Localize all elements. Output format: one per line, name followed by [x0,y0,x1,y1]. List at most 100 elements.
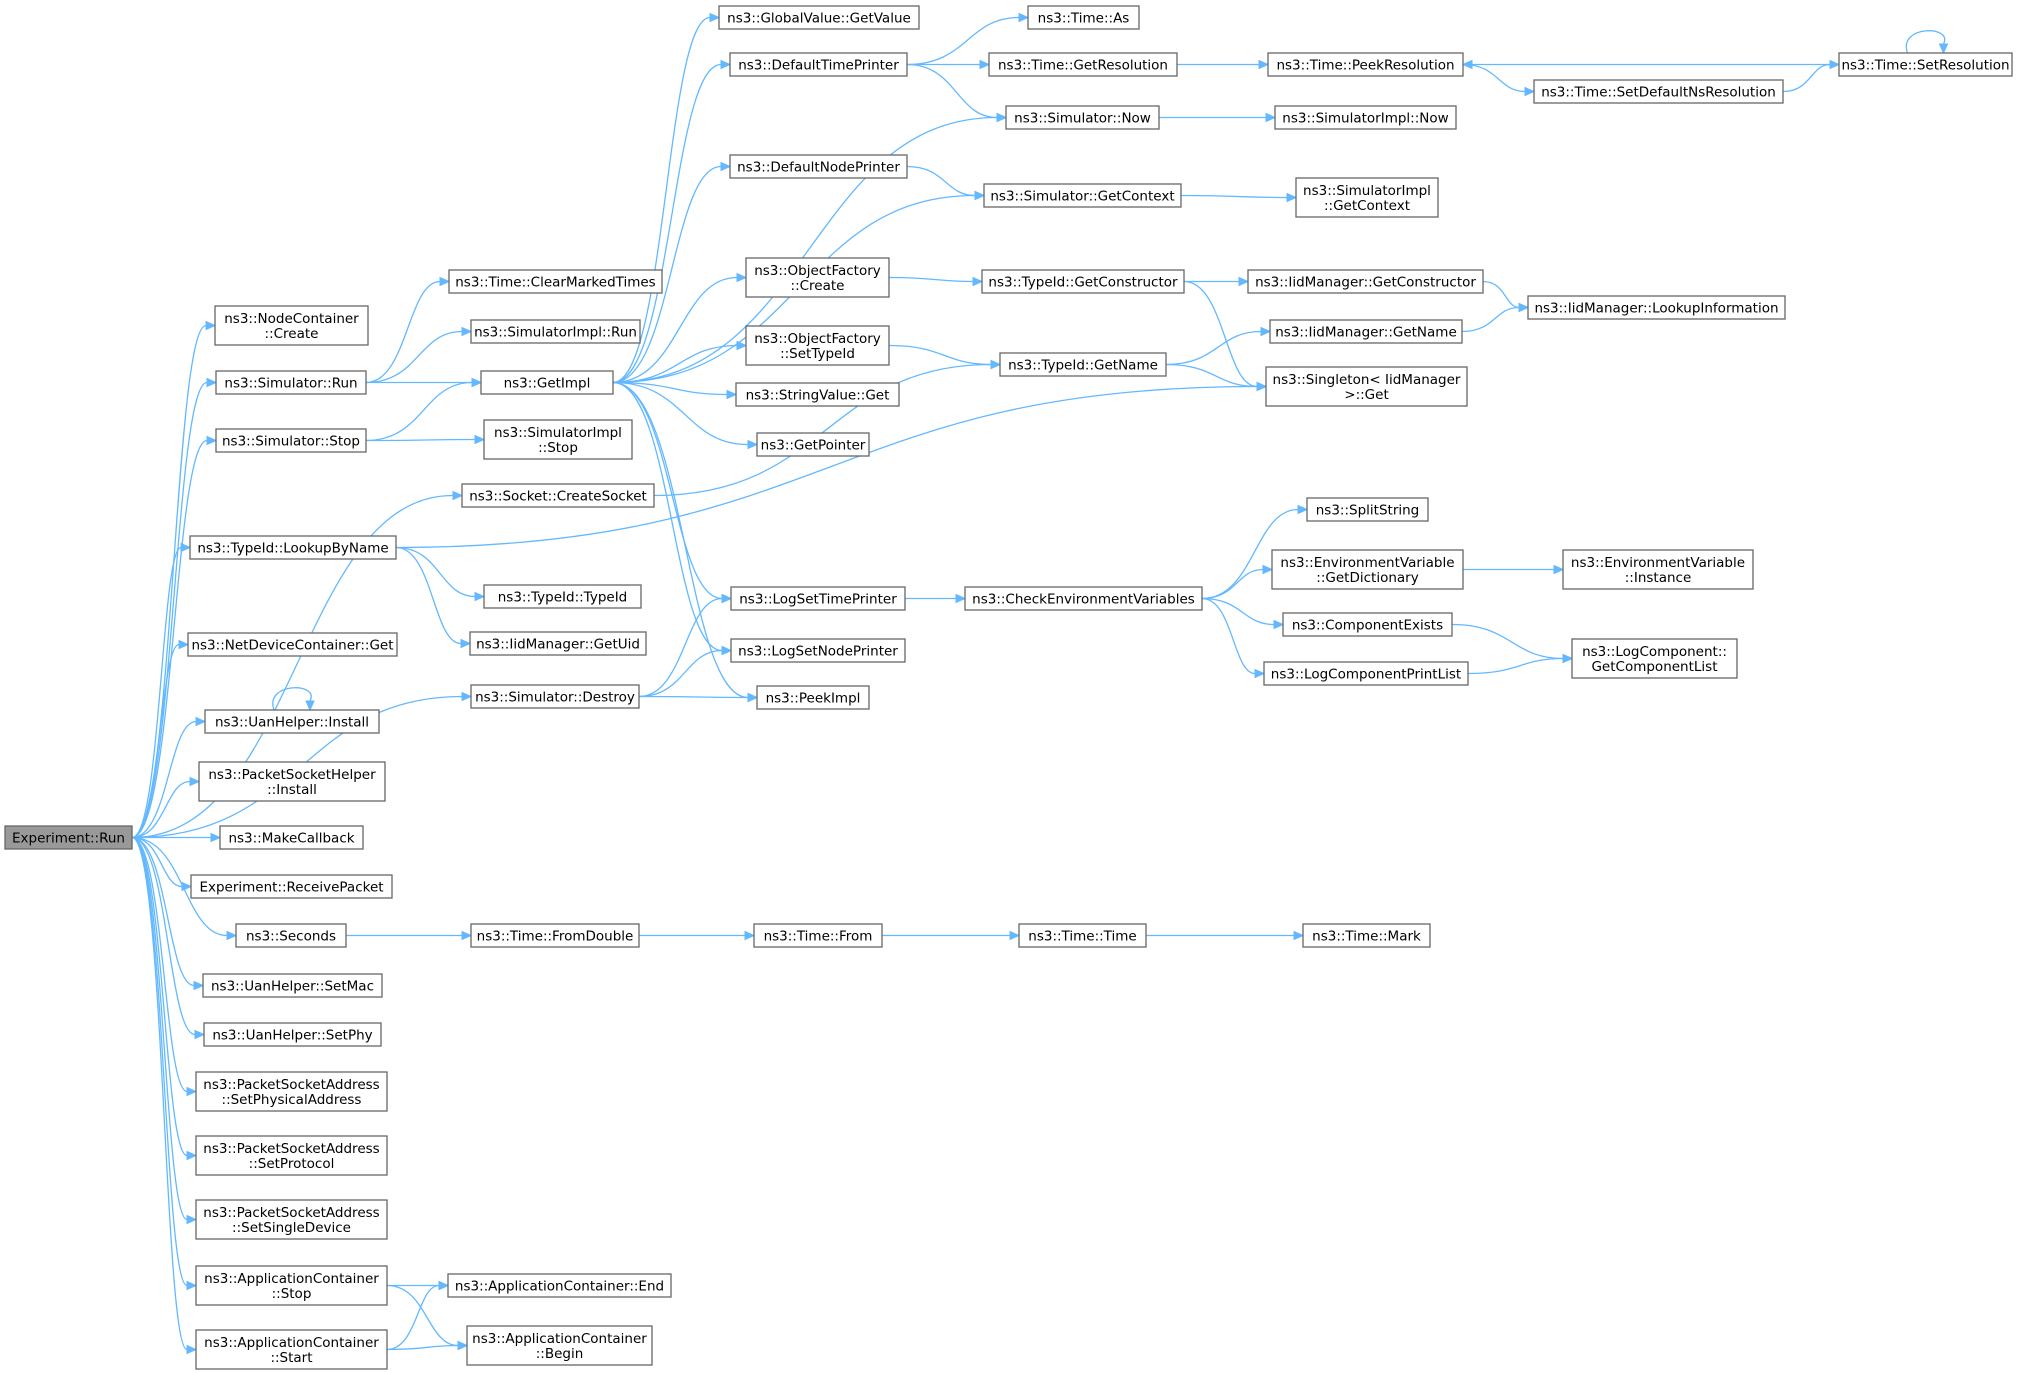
edge-tid_getname-to-iid_getname-arrowhead [1260,326,1272,337]
node-label: ns3::UanHelper::SetMac [211,979,374,995]
edge-run-to-uan_setphy-arrowhead [194,1029,206,1040]
node-def-timeprinter[interactable]: ns3::DefaultTimePrinter [729,52,908,77]
node-def-nodeprinter[interactable]: ns3::DefaultNodePrinter [729,154,908,179]
node-label: ns3::TypeId::GetName [1008,358,1158,374]
node-of-settypeid[interactable]: ns3::ObjectFactory::SetTypeId [745,325,890,366]
node-ac-stop[interactable]: ns3::ApplicationContainer::Stop [195,1265,388,1306]
node-make-cb[interactable]: ns3::MakeCallback [219,825,364,850]
node-run[interactable]: Experiment::Run [4,825,133,850]
node-label: ::Create [265,326,319,342]
node-log-settime[interactable]: ns3::LogSetTimePrinter [730,586,906,611]
node-sim-getctx[interactable]: ns3::Simulator::GetContext [983,183,1182,208]
node-psa-setsingle[interactable]: ns3::PacketSocketAddress::SetSingleDevic… [195,1199,388,1240]
edge-check_env-to-comp_exists [1201,597,1275,626]
edge-run-to-ndc_get-arrowhead [178,639,190,650]
node-box [1527,295,1786,320]
node-simimpl-stop[interactable]: ns3::SimulatorImpl::Stop [483,419,633,460]
node-ac-begin[interactable]: ns3::ApplicationContainer::Begin [466,1325,653,1366]
node-time-setres[interactable]: ns3::Time::SetResolution [1838,52,2013,77]
node-box [729,154,908,179]
node-ndc-get[interactable]: ns3::NetDeviceContainer::Get [187,632,398,657]
node-iid-getuid[interactable]: ns3::IidManager::GetUid [469,631,647,656]
node-logcomp-printlist[interactable]: ns3::LogComponentPrintList [1263,661,1469,686]
node-check-env[interactable]: ns3::CheckEnvironmentVariables [964,586,1203,611]
node-uan-setphy[interactable]: ns3::UanHelper::SetPhy [203,1022,382,1047]
node-label: ns3::Time::PeekResolution [1276,58,1454,74]
node-iid-getctor[interactable]: ns3::IidManager::GetConstructor [1247,269,1484,294]
node-iid-getname[interactable]: ns3::IidManager::GetName [1269,319,1463,344]
node-label: ns3::ApplicationContainer [204,1335,379,1351]
edge-def_timeprinter-to-time_getres-arrowhead [979,59,991,70]
node-box [195,1329,388,1370]
edge-run-to-nc_create [131,324,207,839]
node-recv-pkt[interactable]: Experiment::ReceivePacket [190,874,393,899]
node-singleton-get[interactable]: ns3::Singleton< IidManager>::Get [1265,366,1468,407]
node-time-setdefns[interactable]: ns3::Time::SetDefaultNsResolution [1533,79,1784,104]
node-gv-getvalue[interactable]: ns3::GlobalValue::GetValue [718,5,920,30]
edge-getimpl-to-getpointer-arrowhead [747,439,759,450]
node-box [1302,923,1431,948]
node-label: ns3::Time::GetResolution [998,58,1168,74]
node-of-create[interactable]: ns3::ObjectFactory::Create [745,257,890,298]
node-peekimpl[interactable]: ns3::PeekImpl [756,685,870,710]
node-box [981,269,1185,294]
node-split-string[interactable]: ns3::SplitString [1306,497,1429,522]
node-tid-getctor[interactable]: ns3::TypeId::GetConstructor [981,269,1185,294]
node-time-clear[interactable]: ns3::Time::ClearMarkedTimes [448,269,663,294]
node-time-peekres[interactable]: ns3::Time::PeekResolution [1267,52,1464,77]
node-tid-typeid[interactable]: ns3::TypeId::TypeId [483,584,642,609]
node-time-fromdouble[interactable]: ns3::Time::FromDouble [470,923,640,948]
node-iid-lookupinfo[interactable]: ns3::IidManager::LookupInformation [1527,295,1786,320]
node-label: ns3::Simulator::Destroy [475,690,635,706]
node-time-mark[interactable]: ns3::Time::Mark [1302,923,1431,948]
node-sim-run[interactable]: ns3::Simulator::Run [215,370,367,395]
node-time-getres[interactable]: ns3::Time::GetResolution [988,52,1178,77]
node-tid-getname[interactable]: ns3::TypeId::GetName [999,352,1167,377]
node-getpointer[interactable]: ns3::GetPointer [756,432,870,457]
node-psh-install[interactable]: ns3::PacketSocketHelper::Install [198,761,386,802]
node-psa-setphys[interactable]: ns3::PacketSocketAddress::SetPhysicalAdd… [195,1071,388,1112]
edge-getimpl-to-sv_get [612,381,728,396]
node-env-getdict[interactable]: ns3::EnvironmentVariable::GetDictionary [1271,549,1464,590]
node-logcomp-getlist[interactable]: ns3::LogComponent::GetComponentList [1571,638,1738,679]
node-label: ns3::TypeId::LookupByName [197,541,388,557]
node-simimpl-now[interactable]: ns3::SimulatorImpl::Now [1274,105,1457,130]
node-tid-lookup[interactable]: ns3::TypeId::LookupByName [189,535,397,560]
node-sim-stop[interactable]: ns3::Simulator::Stop [215,428,367,453]
node-label: ns3::NodeContainer [224,311,359,327]
node-time-from[interactable]: ns3::Time::From [753,923,883,948]
node-sim-destroy[interactable]: ns3::Simulator::Destroy [470,684,640,709]
node-box [1295,177,1439,218]
edge-def_timeprinter-to-time_as [906,16,1020,66]
node-comp-exists[interactable]: ns3::ComponentExists [1282,612,1453,637]
edge-getimpl-to-getpointer [612,381,749,446]
node-getimpl[interactable]: ns3::GetImpl [480,370,614,395]
node-sv-get[interactable]: ns3::StringValue::Get [735,382,900,407]
node-seconds[interactable]: ns3::Seconds [235,923,347,948]
edge-time_setdefns-to-time_setres [1782,63,1831,93]
node-box [1274,105,1457,130]
node-label: ns3::Time::ClearMarkedTimes [455,275,655,291]
node-log-setnode[interactable]: ns3::LogSetNodePrinter [730,638,906,663]
node-uan-install[interactable]: ns3::UanHelper::Install [204,709,380,734]
edge-getimpl-to-def_nodeprinter-arrowhead [720,161,732,172]
edge-ac_stop-to-ac_begin [386,1284,459,1347]
node-time-as[interactable]: ns3::Time::As [1027,5,1140,30]
node-simimpl-run[interactable]: ns3::SimulatorImpl::Run [470,319,641,344]
edge-run-to-sim_stop [131,439,208,839]
node-nc-create[interactable]: ns3::NodeContainer::Create [214,305,369,346]
node-simimpl-getctx[interactable]: ns3::SimulatorImpl::GetContext [1295,177,1439,218]
edge-tid_lookup-to-iid_getuid [395,546,462,645]
node-ac-start[interactable]: ns3::ApplicationContainer::Start [195,1329,388,1370]
node-uan-setmac[interactable]: ns3::UanHelper::SetMac [202,973,383,998]
node-psa-setproto[interactable]: ns3::PacketSocketAddress::SetProtocol [195,1135,388,1176]
node-env-instance[interactable]: ns3::EnvironmentVariable::Instance [1562,549,1754,590]
node-time-time[interactable]: ns3::Time::Time [1018,923,1147,948]
node-sim-now[interactable]: ns3::Simulator::Now [1005,105,1160,130]
node-box [461,483,655,508]
edge-sim_stop-to-getimpl-arrowhead [471,377,483,388]
node-ac-end[interactable]: ns3::ApplicationContainer::End [447,1273,672,1298]
node-box [203,1022,382,1047]
node-label: ns3::GetImpl [504,376,591,392]
node-sock-create[interactable]: ns3::Socket::CreateSocket [461,483,655,508]
